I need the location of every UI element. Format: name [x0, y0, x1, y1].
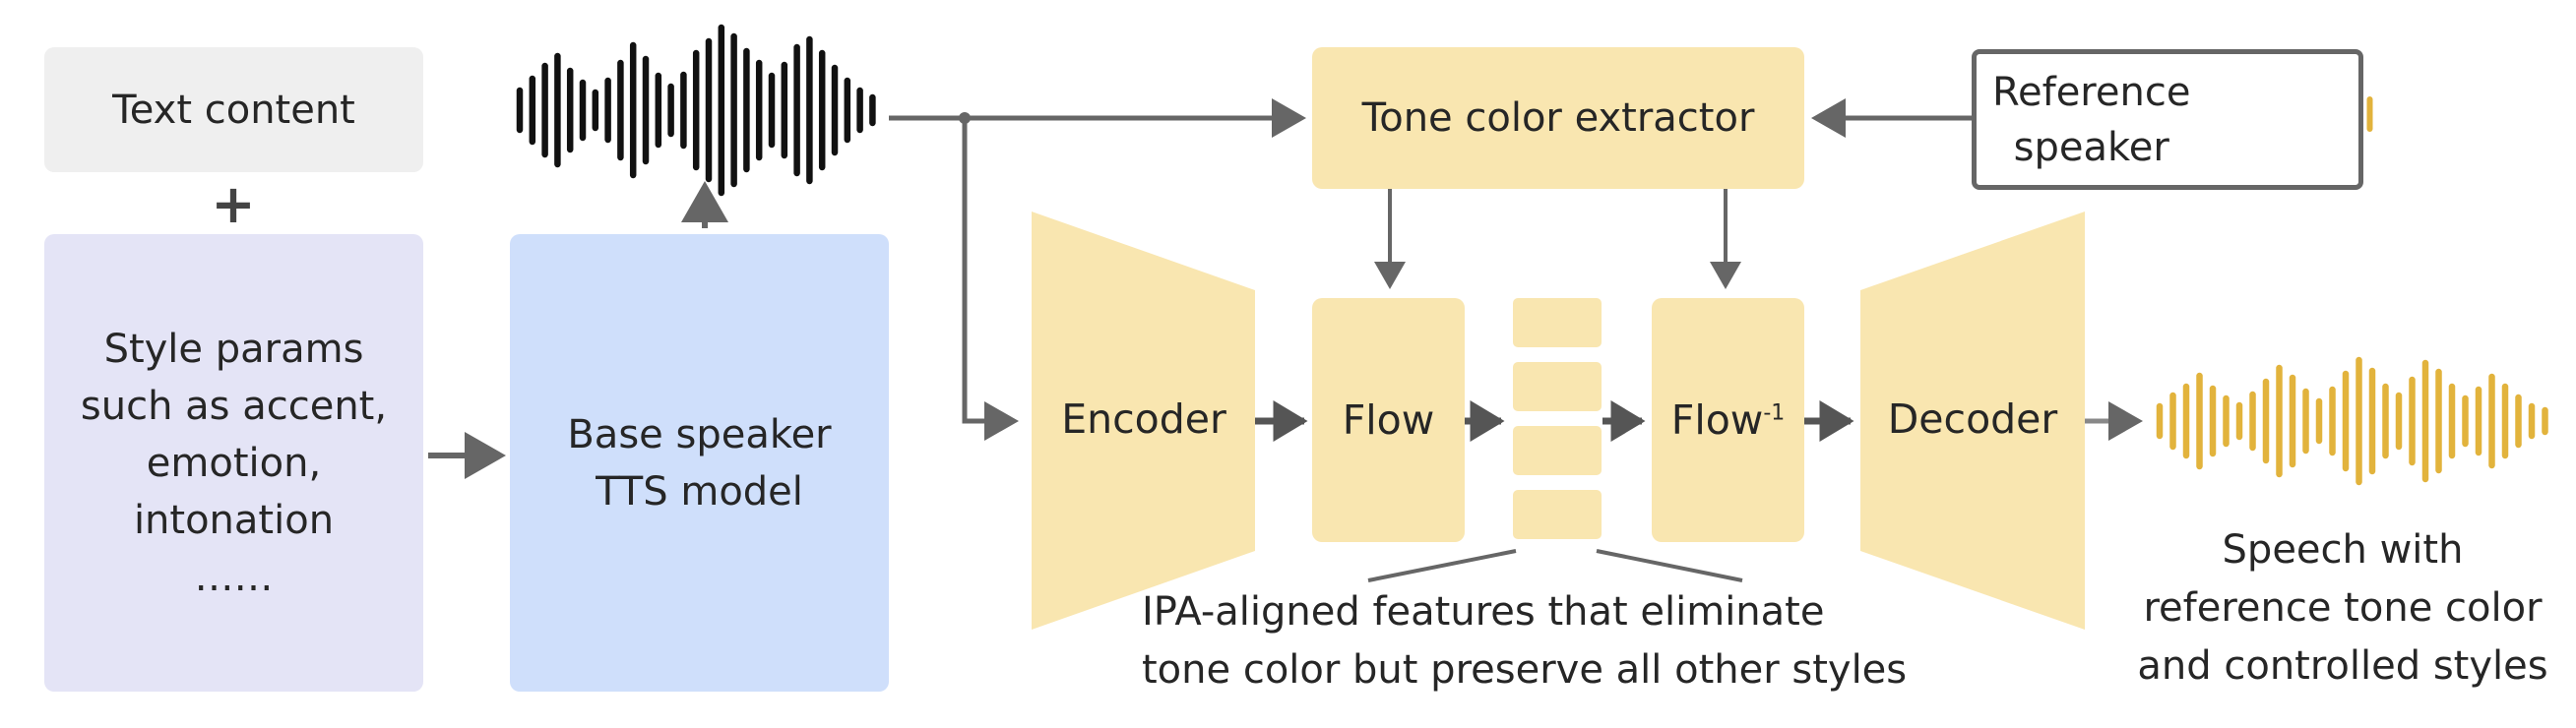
- feature-block-4: [1513, 490, 1602, 539]
- encoder-label: Encoder: [1061, 395, 1226, 443]
- base-tts-line-2: TTS model: [596, 468, 803, 515]
- reference-speaker-text: Reference speaker: [1977, 65, 2190, 175]
- ipa-caption-line-2: tone color but preserve all other styles: [1142, 647, 1908, 693]
- feature-block-1: [1513, 298, 1602, 347]
- flow-inverse-label: Flow-1: [1671, 396, 1786, 444]
- flow-label: Flow: [1342, 396, 1435, 444]
- tone-extractor-box: Tone color extractor: [1312, 47, 1804, 189]
- output-caption-line-1: Speech with: [2222, 527, 2464, 573]
- feature-block-2: [1513, 362, 1602, 411]
- style-params-line-3: emotion,: [146, 440, 322, 486]
- flow-inverse-box: Flow-1: [1652, 298, 1804, 542]
- encoder-shape: [1032, 212, 1255, 630]
- arrow-wave-to-encoder: [962, 118, 1019, 441]
- style-params-line-4: intonation: [133, 497, 335, 543]
- output-caption-line-2: reference tone color: [2143, 585, 2543, 631]
- reference-speaker-line-1: Reference: [1992, 69, 2191, 115]
- feature-block-3: [1513, 426, 1602, 475]
- flow-inverse-text: Flow: [1670, 396, 1764, 444]
- ipa-caption-line-1: IPA-aligned features that eliminate: [1142, 589, 1825, 635]
- text-content-box: Text content: [44, 47, 423, 172]
- reference-speaker-box: Reference speaker: [1972, 49, 2363, 190]
- flow-inverse-superscript: -1: [1763, 400, 1786, 426]
- tone-extractor-label: Tone color extractor: [1361, 95, 1755, 141]
- output-waveform-icon: [2156, 356, 2548, 486]
- output-caption-line-3: and controlled styles: [2137, 643, 2548, 689]
- ipa-caption: IPA-aligned features that eliminate tone…: [1142, 583, 1908, 699]
- flow-box: Flow: [1312, 298, 1465, 542]
- decoder-label: Decoder: [1887, 395, 2058, 443]
- output-caption: Speech with reference tone color and con…: [2116, 521, 2569, 696]
- reference-speaker-line-2: speaker: [2013, 124, 2169, 170]
- style-params-line-1: Style params: [103, 326, 364, 372]
- style-params-box: Style params such as accent, emotion, in…: [44, 234, 423, 692]
- decoder-shape: [1860, 212, 2085, 630]
- base-waveform-icon: [516, 24, 876, 197]
- base-tts-box: Base speaker TTS model: [510, 234, 889, 692]
- caption-pointer-right: [1596, 549, 1743, 582]
- plus-icon: +: [211, 173, 256, 235]
- style-params-line-2: such as accent,: [80, 383, 388, 429]
- text-content-label: Text content: [112, 87, 355, 133]
- base-tts-line-1: Base speaker: [567, 411, 832, 457]
- caption-pointer-left: [1367, 549, 1517, 582]
- style-params-line-5: ……: [194, 554, 274, 600]
